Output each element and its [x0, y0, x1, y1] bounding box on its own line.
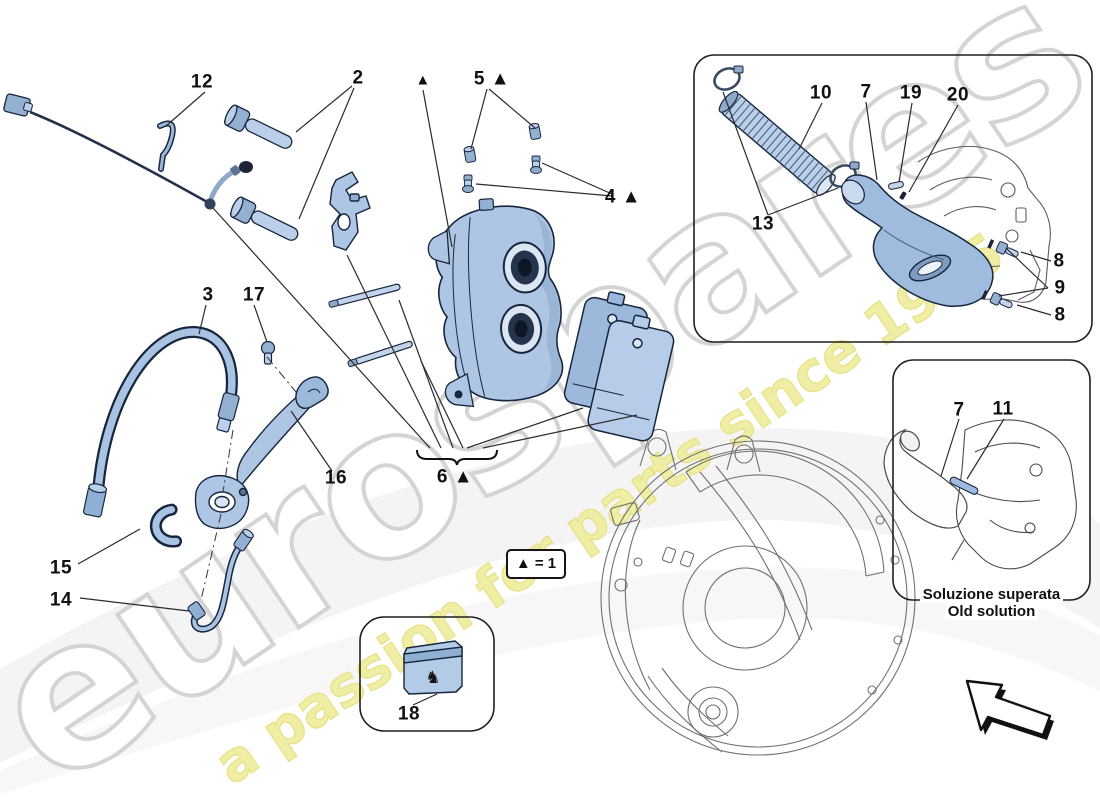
- fastener-20: [899, 191, 907, 200]
- callout-15[interactable]: 15: [49, 557, 73, 579]
- callout-12[interactable]: 12: [190, 71, 214, 93]
- triangle-legend: ▲ = 1: [506, 549, 566, 579]
- retaining-clip-15: [149, 503, 183, 548]
- sensor-clip-12: [157, 120, 176, 172]
- callout-14[interactable]: 14: [49, 589, 73, 611]
- hose-clamp-13: [713, 65, 744, 91]
- callout-8a[interactable]: 8: [1053, 250, 1065, 272]
- callout-13[interactable]: 13: [751, 213, 775, 235]
- old-solution-caption-it: Soluzione superata: [919, 586, 1064, 603]
- cooling-duct-7: [841, 174, 994, 307]
- handbrake-panel: [693, 54, 1093, 343]
- caliper-bolt: [224, 104, 293, 149]
- callout-17[interactable]: 17: [242, 284, 266, 306]
- clip-panel: [359, 616, 495, 732]
- brake-caliper: [427, 198, 564, 408]
- centerlines: [200, 356, 297, 601]
- background-swoosh: [0, 428, 1100, 794]
- hose-bracket-16: [194, 376, 329, 530]
- old-caliper-outline: [951, 419, 1077, 570]
- callout-2[interactable]: 2: [352, 67, 364, 89]
- callout-18[interactable]: 18: [397, 703, 421, 725]
- bleed-screw: [462, 155, 542, 193]
- caliper-bolt: [230, 196, 299, 241]
- old-solution-caption: Soluzione superata Old solution: [893, 586, 1090, 620]
- callout-10[interactable]: 10: [809, 82, 833, 104]
- callout-16[interactable]: 16: [324, 467, 348, 489]
- callout-5[interactable]: 5 ▲: [473, 68, 511, 90]
- bleed-screw-cap: [463, 122, 542, 163]
- callout-triangle[interactable]: ▲: [415, 71, 431, 89]
- pad-spring-plate: [329, 171, 371, 251]
- callout-3[interactable]: 3: [202, 284, 214, 306]
- callout-4[interactable]: 4 ▲: [604, 186, 642, 208]
- direction-arrow-icon: [965, 679, 1054, 740]
- callout-8b[interactable]: 8: [1054, 304, 1066, 326]
- callout-9[interactable]: 9: [1054, 277, 1066, 299]
- duct-pin-19: [888, 180, 904, 190]
- callout-20[interactable]: 20: [946, 84, 970, 106]
- pad-guide-pin: [328, 283, 401, 308]
- callout-7[interactable]: 7: [860, 81, 872, 103]
- old-pin-11: [949, 476, 979, 495]
- callout-brace: [416, 449, 498, 466]
- callout-7-old[interactable]: 7: [953, 399, 965, 421]
- brake-pads: [563, 291, 675, 442]
- old-solution-caption-en: Old solution: [944, 603, 1039, 620]
- ferrari-horse-icon: ♞: [425, 668, 440, 688]
- callout-19[interactable]: 19: [899, 82, 923, 104]
- callout-6[interactable]: 6 ▲: [436, 466, 474, 488]
- callout-11-old[interactable]: 11: [992, 398, 1014, 420]
- brake-pipe-14: [187, 528, 254, 633]
- brake-hose: [82, 325, 240, 518]
- brake-disc-assembly: [600, 428, 916, 756]
- abs-sensor-cable: [3, 93, 253, 210]
- ferrari-clip-18: [403, 640, 463, 695]
- hose-screw-17: [260, 340, 276, 365]
- old-duct-outline: [883, 428, 968, 529]
- protection-sleeve-10: [718, 90, 836, 197]
- leader-lines: [77, 85, 1052, 706]
